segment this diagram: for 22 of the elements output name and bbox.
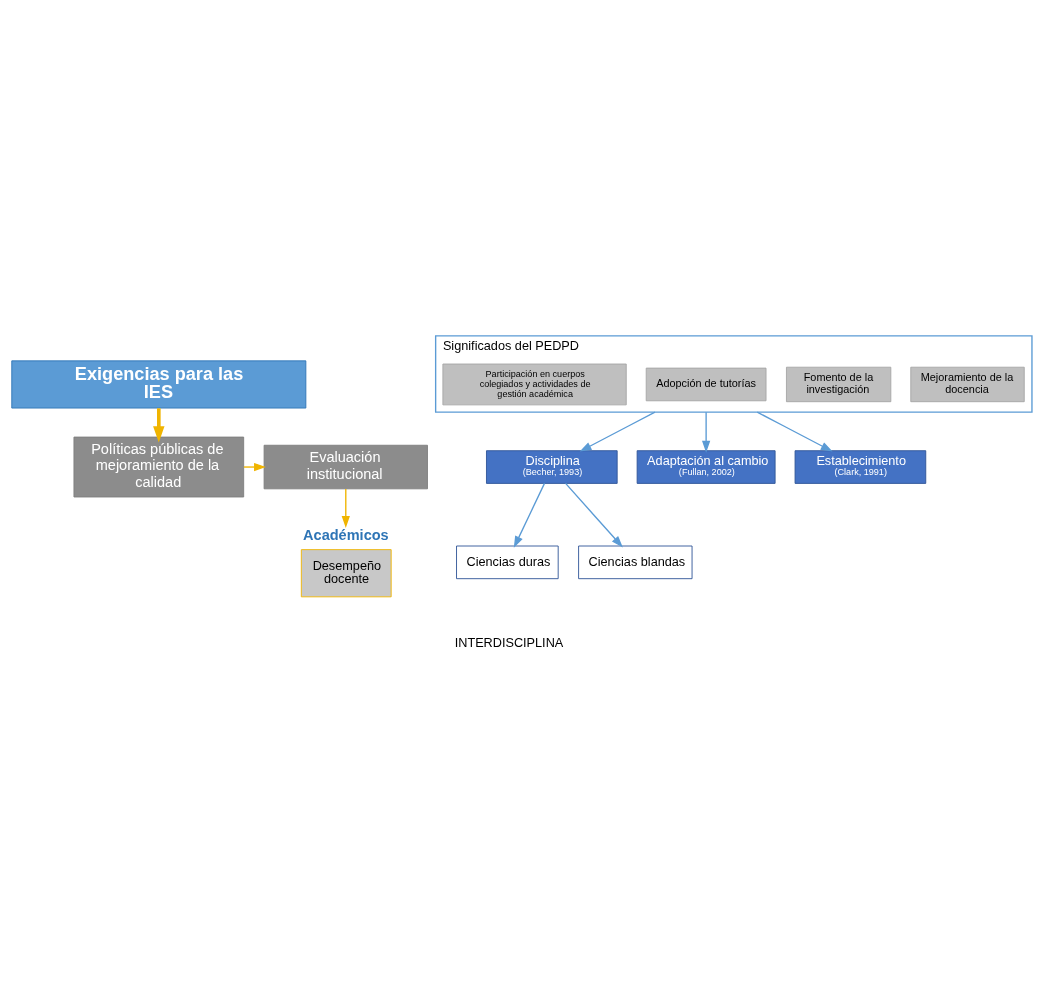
node-box: Participación en cuerpos colegiados y actividades de gestión académica <box>442 363 627 405</box>
arrow <box>564 482 623 547</box>
node-label: Académicos <box>303 526 389 543</box>
node-box: Mejoramiento de la docencia <box>910 366 1025 402</box>
node-box: Exigencias para las IES <box>11 359 307 408</box>
node-box: Establecimiento (Clark, 1991) <box>794 449 927 484</box>
node-box: Disciplina (Becher, 1993) <box>486 449 618 484</box>
node-box: Evaluación institucional <box>263 444 428 489</box>
arrow <box>513 482 546 548</box>
arrow <box>153 407 165 443</box>
arrow <box>243 462 266 471</box>
arrow <box>341 487 350 528</box>
node-box: Ciencias blandas <box>578 545 693 579</box>
node-box: Fomento de la investigación <box>786 366 892 402</box>
node-box: Adopción de tutorías <box>645 367 767 401</box>
node-box: Adaptación al cambio (Fullan, 2002) <box>636 449 776 484</box>
node-box: Políticas públicas de mejoramiento de la calidad <box>73 436 245 497</box>
node-box: Ciencias duras <box>456 545 559 579</box>
arrow <box>756 410 833 452</box>
label: INTERDISCIPLINA <box>454 635 564 650</box>
arrow <box>579 410 656 452</box>
arrow <box>702 410 711 453</box>
